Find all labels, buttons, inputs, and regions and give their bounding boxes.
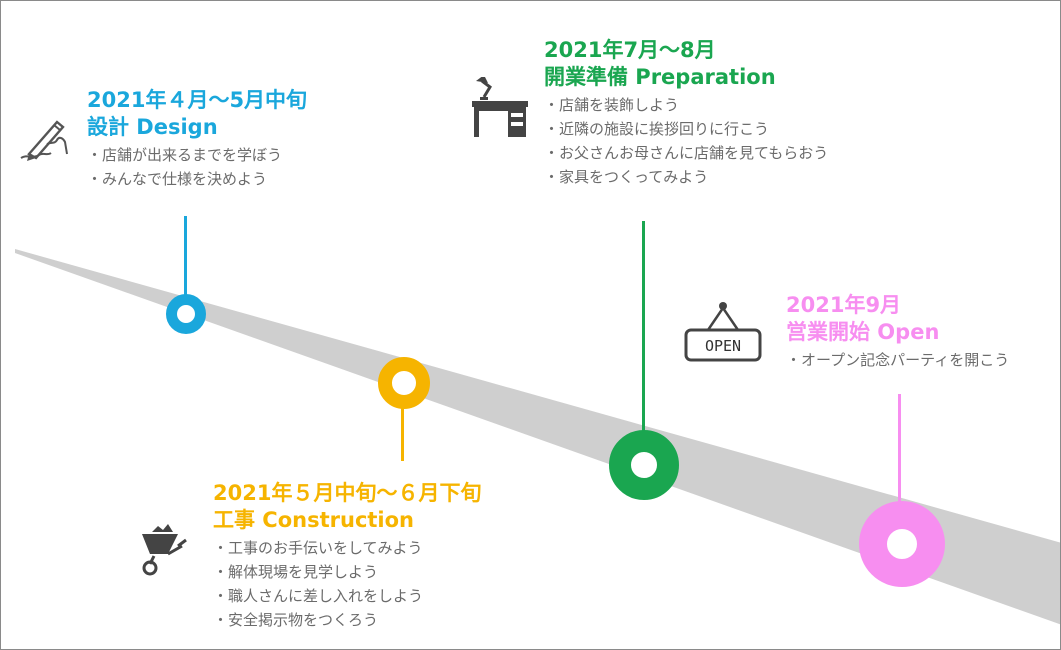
construction-item-list: ・工事のお手伝いをしてみよう ・解体現場を見学しよう ・職人さんに差し入れをしよ…	[213, 536, 481, 632]
list-item: ・職人さんに差し入れをしよう	[213, 587, 424, 605]
open-sign-label: OPEN	[705, 337, 741, 355]
design-ring	[166, 294, 206, 334]
list-item: ・お父さんお母さんに店舗を見てもらおう	[544, 144, 829, 162]
preparation-stem	[642, 221, 645, 461]
pen-writing-icon	[20, 120, 68, 161]
preparation-date: 2021年7月～8月	[544, 38, 716, 62]
design-block: 2021年４月～5月中旬 設計 Design ・店舗が出来るまでを学ぼう ・みん…	[87, 87, 307, 191]
construction-stem	[401, 401, 404, 461]
design-item-list: ・店舗が出来るまでを学ぼう ・みんなで仕様を決めよう	[87, 143, 307, 191]
design-date: 2021年４月～5月中旬	[87, 88, 308, 112]
construction-title: 工事 Construction	[213, 508, 415, 532]
open-ring	[859, 501, 945, 587]
preparation-item-list: ・店舗を装飾しよう ・近隣の施設に挨拶回りに行こう ・お父さんお母さんに店舗を見…	[544, 93, 828, 189]
open-item-list: ・オープン記念パーティを開こう	[786, 348, 1009, 372]
construction-date: 2021年５月中旬～６月下旬	[213, 481, 482, 505]
wheelbarrow-icon	[142, 524, 187, 576]
timeline-band-shape	[15, 249, 1060, 625]
list-item: ・近隣の施設に挨拶回りに行こう	[544, 120, 770, 138]
design-stem	[184, 216, 187, 296]
construction-block: 2021年５月中旬～６月下旬 工事 Construction ・工事のお手伝いを…	[213, 480, 481, 632]
list-item: ・解体現場を見学しよう	[213, 563, 379, 581]
open-date: 2021年9月	[786, 293, 902, 317]
open-sign-icon: OPEN	[684, 302, 762, 362]
list-item: ・家具をつくってみよう	[544, 168, 709, 186]
open-title: 営業開始 Open	[786, 320, 940, 344]
list-item: ・店舗が出来るまでを学ぼう	[87, 146, 283, 164]
preparation-title: 開業準備 Preparation	[544, 65, 776, 89]
open-stem	[898, 394, 901, 549]
list-item: ・安全掲示物をつくろう	[213, 611, 379, 629]
list-item: ・みんなで仕様を決めよう	[87, 170, 268, 188]
preparation-ring	[609, 430, 679, 500]
list-item: ・店舗を装飾しよう	[544, 96, 680, 114]
construction-ring	[378, 357, 430, 409]
preparation-block: 2021年7月～8月 開業準備 Preparation ・店舗を装飾しよう ・近…	[544, 37, 828, 189]
desk-lamp-icon	[472, 77, 528, 137]
list-item: ・オープン記念パーティを開こう	[786, 351, 1010, 369]
open-block: 2021年9月 営業開始 Open ・オープン記念パーティを開こう	[786, 292, 1009, 372]
design-title: 設計 Design	[87, 115, 218, 139]
list-item: ・工事のお手伝いをしてみよう	[213, 539, 423, 557]
